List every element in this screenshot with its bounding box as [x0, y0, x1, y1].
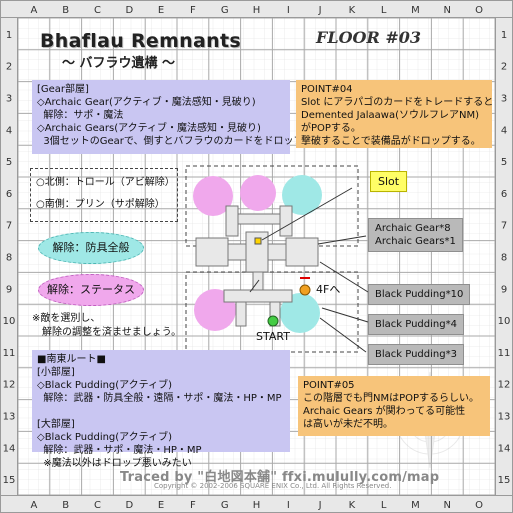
row-label-left: 8 [6, 253, 12, 264]
row-label-left: 6 [6, 189, 12, 200]
start-dot [267, 315, 279, 327]
column-label-bottom: C [94, 500, 101, 511]
row-label-right: 14 [498, 443, 511, 454]
legend-south: ○南側：プリン（サポ解除） [36, 199, 165, 210]
column-label-bottom: F [190, 500, 196, 511]
row-label-right: 3 [501, 94, 507, 105]
floor-label: FLOOR #03 [316, 28, 422, 47]
row-label-right: 6 [501, 189, 507, 200]
point04-info: POINT#04 Slot にアラパゴのカードをトレードすると Demented… [296, 80, 493, 148]
row-label-left: 11 [3, 348, 16, 359]
row-label-right: 10 [498, 316, 511, 327]
row-label-left: 5 [6, 157, 12, 168]
column-label-top: J [318, 5, 322, 16]
pudding4-label: Black Pudding*4 [368, 314, 464, 335]
gear-room-info: [Gear部屋] ◇Archaic Gear(アクティブ・魔法感知・見破り) 解… [32, 80, 313, 154]
room-n-magenta [240, 175, 276, 211]
row-label-left: 15 [3, 475, 16, 486]
row-label-right: 8 [501, 253, 507, 264]
row-label-left: 9 [6, 284, 12, 295]
row-label-left: 12 [3, 380, 16, 391]
column-label-bottom: H [253, 500, 261, 511]
column-label-bottom: G [221, 500, 229, 511]
row-label-right: 12 [498, 380, 511, 391]
row-label-right: 11 [498, 348, 511, 359]
row-label-left: 1 [6, 30, 12, 41]
corridor-structure [195, 205, 319, 327]
page-subtitle: ～ バフラウ遺構 ～ [62, 56, 176, 71]
legend-north: ○北側：トロール（アビ解除） [36, 177, 175, 188]
column-label-bottom: I [287, 500, 290, 511]
column-label-bottom: K [349, 500, 356, 511]
column-label-bottom: L [381, 500, 387, 511]
point05-info: POINT#05 この階層でも門NMはPOPするらしい。 Archaic Gea… [298, 376, 490, 436]
column-label-bottom: O [475, 500, 483, 511]
room-se-cyan [280, 293, 320, 333]
column-label-top: N [444, 5, 451, 16]
legend-box [30, 168, 178, 222]
column-label-bottom: A [30, 500, 37, 511]
slot-marker [254, 237, 262, 245]
room-ne-cyan [282, 175, 322, 215]
row-label-right: 4 [501, 125, 507, 136]
column-label-top: E [158, 5, 164, 16]
exit-dot [299, 284, 311, 296]
row-label-left: 4 [6, 125, 12, 136]
row-label-right: 1 [501, 30, 507, 41]
column-label-top: A [30, 5, 37, 16]
row-label-left: 10 [3, 316, 16, 327]
pointer-lines [249, 187, 369, 353]
column-label-top: O [475, 5, 483, 16]
column-label-top: K [349, 5, 356, 16]
column-label-top: L [381, 5, 387, 16]
row-label-left: 7 [6, 221, 12, 232]
archaic-gear-label: Archaic Gear*8 Archaic Gears*1 [368, 218, 463, 252]
pudding10-label: Black Pudding*10 [368, 284, 471, 305]
column-label-top: I [287, 5, 290, 16]
slot-label: Slot [370, 171, 408, 192]
column-label-bottom: E [158, 500, 164, 511]
legend-cyan-zone: 解除：防具全般 [38, 232, 144, 264]
row-label-right: 15 [498, 475, 511, 486]
row-label-left: 3 [6, 94, 12, 105]
row-label-right: 7 [501, 221, 507, 232]
row-label-right: 13 [498, 412, 511, 423]
column-label-top: H [253, 5, 261, 16]
room-nw-magenta [193, 176, 233, 216]
row-label-left: 2 [6, 62, 12, 73]
column-label-top: B [62, 5, 69, 16]
footer-copyright: Copyright © 2002-2006 SQUARE ENIX Co., L… [154, 482, 392, 490]
to-4f-label: 4Fへ [316, 283, 341, 296]
row-label-right: 9 [501, 284, 507, 295]
column-label-top: F [190, 5, 196, 16]
column-label-bottom: M [411, 500, 420, 511]
row-label-right: 5 [501, 157, 507, 168]
legend-note: ※敵を選別し、 解除の調整を済ませましょう。 [32, 313, 182, 338]
row-label-right: 2 [501, 62, 507, 73]
column-label-bottom: B [62, 500, 69, 511]
column-label-top: G [221, 5, 229, 16]
pudding3-label: Black Pudding*3 [368, 344, 464, 365]
column-label-top: C [94, 5, 101, 16]
column-label-bottom: D [125, 500, 133, 511]
row-label-left: 14 [3, 443, 16, 454]
column-label-top: D [125, 5, 133, 16]
column-label-top: M [411, 5, 420, 16]
page-title: Bhaflau Remnants [40, 30, 241, 52]
footer-traced: Traced by "白地図本舗" ffxi.mulully.com/map [120, 470, 440, 485]
column-label-bottom: N [444, 500, 451, 511]
row-label-left: 13 [3, 412, 16, 423]
start-label: START [256, 330, 290, 343]
route-info: ■南東ルート■ [小部屋] ◇Black Pudding(アクティブ) 解除：武… [32, 350, 290, 469]
legend-magenta-zone: 解除：ステータス [38, 274, 144, 306]
column-label-bottom: J [318, 500, 322, 511]
